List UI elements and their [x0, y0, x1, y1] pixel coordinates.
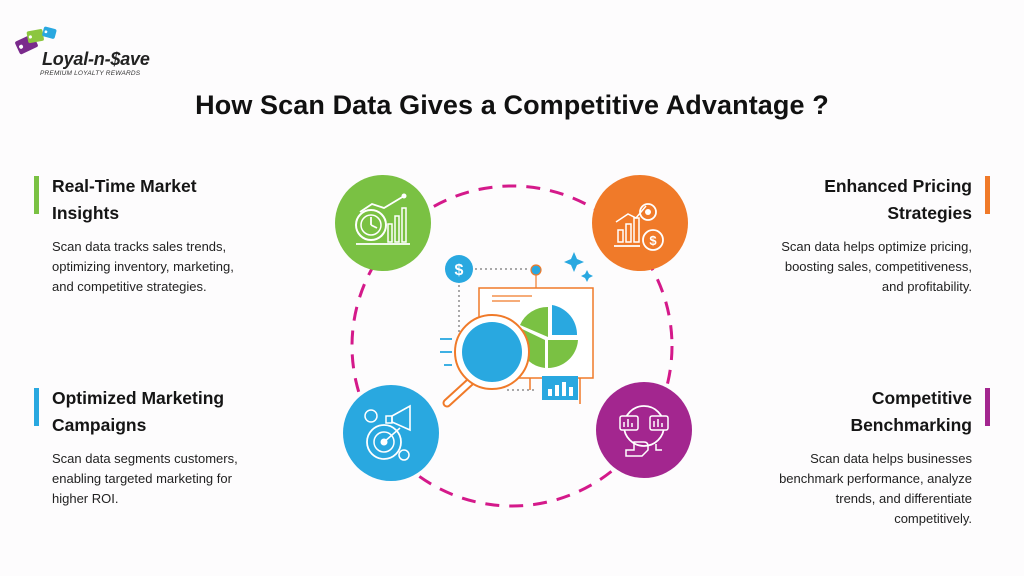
megaphone-target-icon	[343, 385, 439, 481]
logo-name: Loyal-n-$ave	[42, 49, 150, 69]
block-heading: Optimized Marketing Campaigns	[52, 388, 225, 435]
svg-text:$: $	[455, 262, 464, 279]
benchmark-comparison-icon	[596, 382, 692, 478]
block-enhanced-pricing-strategies: Enhanced Pricing Strategies Scan data he…	[732, 173, 972, 297]
svg-text:$: $	[649, 233, 657, 248]
block-heading: Enhanced Pricing Strategies	[824, 176, 972, 223]
block-optimized-marketing-campaigns: Optimized Marketing Campaigns Scan data …	[52, 385, 292, 509]
block-description: Scan data tracks sales trends, optimizin…	[52, 239, 234, 294]
block-real-time-market-insights: Real-Time Market Insights Scan data trac…	[52, 173, 292, 297]
block-heading: Competitive Benchmarking	[850, 388, 972, 435]
accent-bar-top-right	[985, 176, 990, 214]
block-description: Scan data segments customers, enabling t…	[52, 451, 238, 506]
block-description: Scan data helps businesses benchmark per…	[779, 451, 972, 526]
clock-chart-icon	[335, 175, 431, 271]
block-heading: Real-Time Market Insights	[52, 176, 197, 223]
accent-bar-top-left	[34, 176, 39, 214]
logo-tags-icon	[15, 26, 57, 55]
dashed-ring	[350, 184, 674, 508]
page-title: How Scan Data Gives a Competitive Advant…	[195, 90, 829, 120]
accent-bar-bottom-left	[34, 388, 39, 426]
block-description: Scan data helps optimize pricing, boosti…	[781, 239, 972, 294]
accent-bar-bottom-right	[985, 388, 990, 426]
brand-logo: Loyal-n-$ave PREMIUM LOYALTY REWARDS	[12, 22, 162, 82]
magnifier-analytics-icon: $	[440, 252, 594, 408]
block-competitive-benchmarking: Competitive Benchmarking Scan data helps…	[732, 385, 972, 529]
pricing-growth-icon: $	[592, 175, 688, 271]
logo-tagline: PREMIUM LOYALTY REWARDS	[40, 70, 141, 77]
